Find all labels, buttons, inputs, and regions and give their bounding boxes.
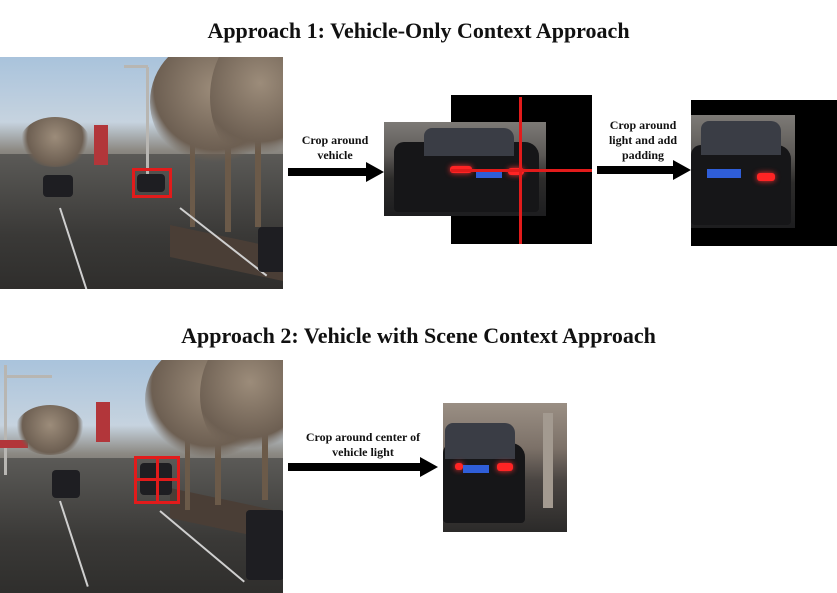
horizontal-crosshair-line bbox=[451, 169, 592, 172]
arrow-right-icon bbox=[288, 162, 384, 182]
crop-around-center-label: Crop around center of vehicle light bbox=[305, 430, 421, 459]
crop-around-light-label: Crop around light and add padding bbox=[608, 118, 678, 162]
horizontal-crosshair-line bbox=[134, 478, 180, 481]
vehicle-bounding-box bbox=[132, 168, 172, 198]
scene-context-crop-image bbox=[443, 403, 567, 532]
street-scene-photo-1 bbox=[0, 57, 283, 289]
approach-1-title: Approach 1: Vehicle-Only Context Approac… bbox=[207, 18, 630, 43]
approach-2-title: Approach 2: Vehicle with Scene Context A… bbox=[181, 323, 656, 348]
arrow-right-icon bbox=[597, 160, 691, 180]
padded-light-crop-image bbox=[691, 115, 795, 228]
crop-around-vehicle-label: Crop around vehicle bbox=[301, 133, 369, 162]
street-scene-photo-2 bbox=[0, 360, 283, 593]
arrow-right-icon bbox=[288, 457, 438, 477]
